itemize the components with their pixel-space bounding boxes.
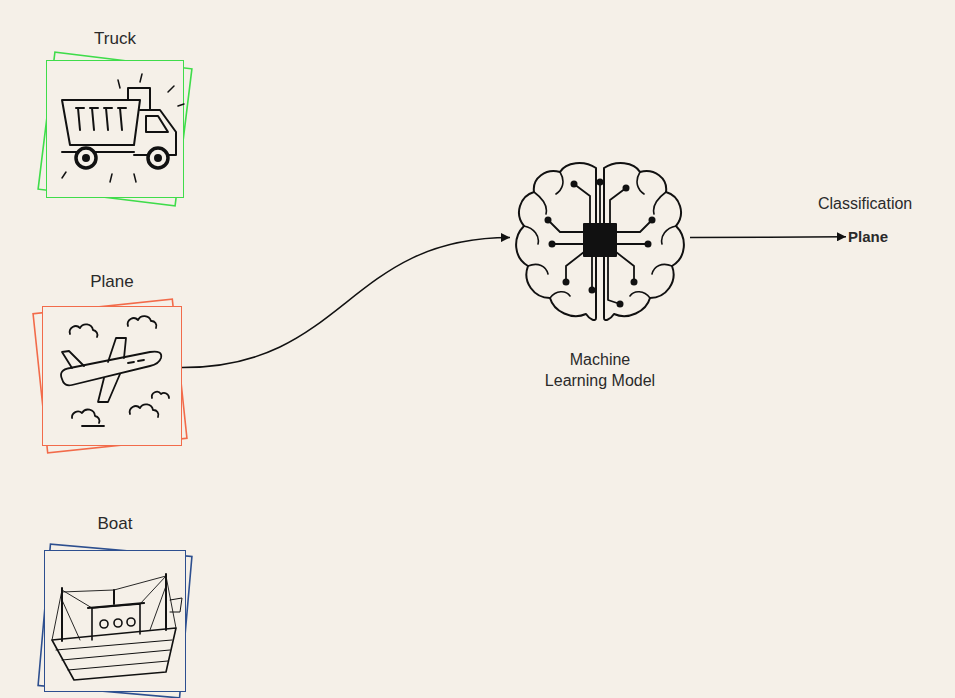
flow-arrow (690, 236, 846, 238)
card-back (33, 299, 187, 453)
cloud (130, 404, 159, 417)
plane-wing (108, 338, 126, 362)
circuit-pad (549, 241, 556, 248)
circuit-pad (645, 241, 652, 248)
image-card: Plane (42, 306, 182, 446)
boat-window (127, 618, 135, 626)
flow-arrow (182, 238, 510, 368)
boat-rigging (52, 576, 176, 640)
brain-folds (524, 172, 570, 298)
circuit-pad (571, 181, 578, 188)
cloud (70, 324, 98, 337)
card-label: Truck (47, 28, 183, 50)
plane-illustration (61, 316, 169, 426)
circuit-pad (597, 179, 604, 186)
circuit-pads (545, 179, 656, 308)
truck-wheel (148, 148, 168, 168)
truck-bed (62, 100, 140, 145)
chip (584, 224, 616, 256)
brain-right-hemisphere (604, 163, 684, 320)
circuit-traces (548, 182, 652, 304)
boat-illustration (52, 574, 182, 680)
circuit-pad (631, 279, 638, 286)
boat-mast (62, 574, 166, 641)
cloud (152, 392, 169, 398)
model-label: Machine Learning Model (538, 350, 662, 392)
card-label: Boat (45, 513, 185, 535)
truck-window (146, 116, 168, 132)
boat-window (100, 620, 108, 628)
circuit-pad (649, 217, 656, 224)
cloud (72, 410, 104, 426)
circuit-pad (589, 287, 596, 294)
truck-wheel (76, 148, 96, 168)
plane-wing (98, 374, 120, 402)
cloud (128, 316, 157, 328)
output-node: ClassificationPlane (846, 192, 954, 248)
image-card: Boat (44, 550, 186, 692)
output-class: Plane (848, 227, 888, 247)
brain-left-hemisphere (516, 163, 596, 320)
connector-layer (182, 237, 846, 368)
boat-hull-planks (56, 640, 172, 670)
truck-illustration (62, 74, 184, 182)
card-back (38, 52, 192, 206)
circuit-pad (563, 279, 570, 286)
brain-illustration (516, 163, 684, 320)
brain-folds (630, 172, 676, 298)
boat-window (114, 619, 122, 627)
truck-cab (134, 110, 176, 155)
boat-cabin (92, 604, 140, 640)
boat-cabin-roof (88, 603, 144, 608)
plane-fuselage (61, 352, 161, 386)
truck-bed-ribs (76, 108, 126, 130)
truck-pipe (128, 88, 150, 110)
plane-windows (128, 360, 144, 363)
image-card: Truck (46, 60, 184, 198)
truck-chassis (62, 151, 134, 153)
circuit-pad (623, 185, 630, 192)
circuit-pad (617, 301, 624, 308)
circuit-pad (545, 217, 552, 224)
truck-hub (83, 155, 89, 161)
boat-net (170, 598, 182, 612)
boat-hull (52, 628, 176, 680)
model-node: Machine Learning Model (510, 160, 690, 395)
truck-hub (155, 155, 161, 161)
card-label: Plane (43, 271, 181, 293)
plane-tail (62, 351, 84, 368)
card-back (38, 544, 192, 698)
output-heading: Classification (818, 194, 912, 215)
truck-motion-lines (62, 74, 184, 182)
